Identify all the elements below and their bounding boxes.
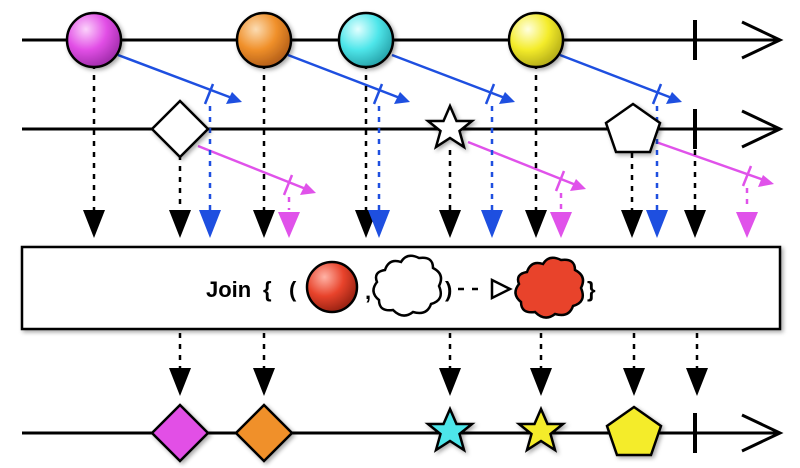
top-duration-windows [117, 53, 682, 105]
cyan-circle [337, 11, 395, 69]
operator-open-brace: { [263, 277, 272, 302]
cyan-star [424, 405, 476, 453]
magenta-window-drops [287, 188, 749, 210]
output-drop-arrowheads [169, 368, 708, 396]
yellow-circle [507, 11, 565, 69]
output-drop-arrows [178, 333, 699, 368]
middle-duration-windows [197, 140, 774, 196]
cloud-placeholder-icon [372, 254, 443, 317]
operator-name: Join [206, 277, 251, 302]
magenta-circle [65, 11, 123, 69]
operator-close-brace: } [587, 277, 596, 302]
hollow-arrow-icon [458, 277, 513, 301]
middle-stream-items [150, 99, 662, 159]
top-stream-items [65, 11, 565, 69]
white-star [424, 102, 476, 150]
orange-circle [235, 11, 293, 69]
white-diamond [150, 99, 210, 159]
top-timeline [22, 20, 784, 60]
output-timeline [22, 413, 784, 453]
red-circle-icon [305, 260, 359, 314]
white-pentagon [604, 102, 662, 154]
blue-window-arrowheads [199, 210, 668, 238]
yellow-pentagon [605, 405, 663, 457]
yellow-star [515, 405, 567, 453]
magenta-diamond [150, 403, 210, 463]
red-cloud-result-icon [514, 256, 585, 319]
middle-timeline [22, 109, 784, 149]
operator-open-paren: ( [289, 277, 297, 302]
output-stream-items [150, 403, 663, 463]
operator-close-paren: ) [445, 277, 452, 302]
orange-diamond [234, 403, 294, 463]
magenta-window-arrowheads [278, 212, 758, 238]
join-operator-box: Join { ( , ) } [20, 245, 782, 331]
operator-comma: , [365, 279, 371, 304]
input-drop-arrowheads [83, 210, 706, 238]
input-drop-arrows [92, 64, 697, 210]
